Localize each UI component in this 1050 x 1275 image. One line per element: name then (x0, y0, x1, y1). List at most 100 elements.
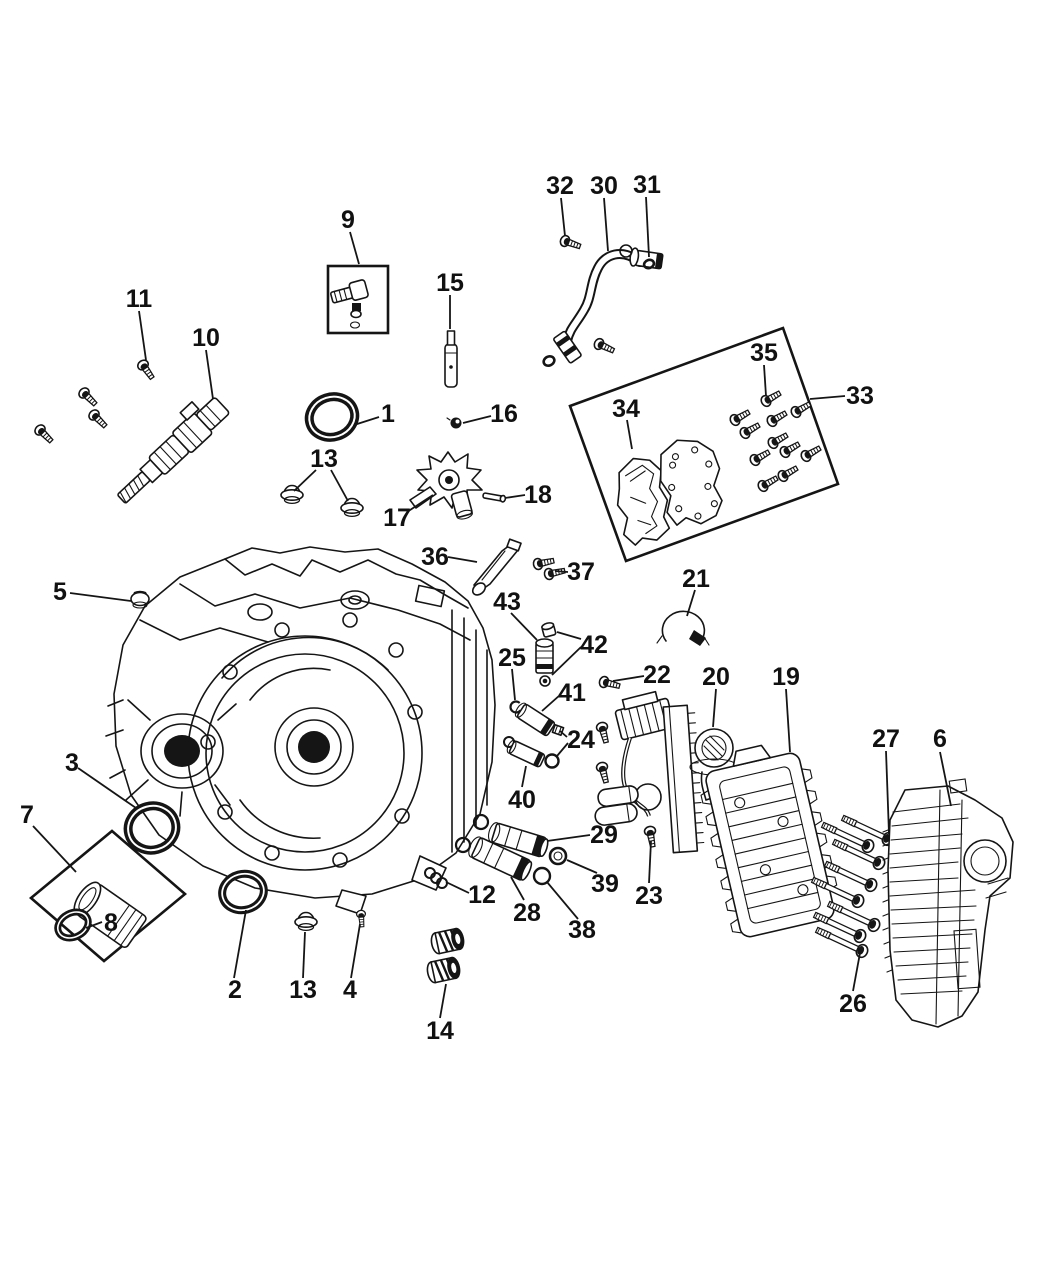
leader-line-31 (645, 196, 650, 258)
leader-line-8 (85, 921, 103, 929)
leader-line-29 (546, 834, 591, 842)
bolt-35 (758, 387, 784, 409)
callout-36: 36 (421, 543, 449, 571)
leader-line-6 (939, 751, 952, 807)
callout-30: 30 (590, 172, 618, 200)
leader-line-4 (350, 923, 361, 979)
part-18-pin (482, 492, 507, 503)
leader-line-2 (233, 909, 247, 979)
callout-33: 33 (846, 382, 874, 410)
callout-19: 19 (772, 663, 800, 691)
part-24-ring (544, 753, 560, 769)
tube-bracket-bolt (591, 336, 617, 357)
leader-line-41 (541, 694, 561, 712)
callout-14: 14 (426, 1017, 454, 1045)
callout-40: 40 (508, 786, 536, 814)
leader-line-19 (785, 688, 791, 753)
leader-line-9 (349, 231, 360, 265)
box-7 (28, 829, 188, 963)
callout-37: 37 (567, 558, 595, 586)
callout-23: 23 (635, 882, 663, 910)
solenoid-bolts (594, 720, 613, 785)
leader-line-23 (648, 840, 652, 884)
callout-7: 7 (20, 801, 34, 829)
part-39-ring-inner (553, 851, 563, 861)
leader-line-39 (566, 859, 598, 874)
callout-8: 8 (104, 909, 118, 937)
callout-38: 38 (568, 916, 596, 944)
leader-line-16 (462, 415, 492, 424)
callout-32: 32 (546, 172, 574, 200)
callout-10: 10 (192, 324, 220, 352)
callout-5: 5 (53, 578, 67, 606)
leader-line-7 (32, 825, 77, 873)
callout-11: 11 (126, 285, 153, 313)
part-34-gaskets (616, 439, 723, 546)
bolt (76, 385, 101, 410)
bolt (32, 422, 57, 447)
part-39-ring (548, 846, 568, 866)
part-6-oil-pan (882, 778, 1014, 1028)
part-1-seal (304, 392, 360, 442)
leader-line-13a (330, 469, 349, 502)
part-36-lever (471, 538, 522, 596)
callout-24: 24 (567, 726, 595, 754)
callout-15: 15 (436, 269, 464, 297)
part-10-sensor (117, 397, 230, 504)
part-38-ring (532, 866, 552, 886)
part-13-plug (340, 497, 364, 518)
leader-line-21 (686, 589, 696, 617)
callout-28: 28 (513, 899, 541, 927)
leader-line-3 (77, 767, 137, 809)
part-42-nut (539, 675, 551, 687)
callout-35: 35 (750, 339, 778, 367)
leader-line-5 (69, 592, 132, 602)
leader-line-43 (510, 612, 538, 641)
leader-line-32 (560, 197, 566, 237)
part-solenoid-assembly (594, 690, 705, 854)
part-15-pin (444, 330, 458, 388)
leader-line-10 (205, 349, 214, 400)
leader-line-37 (554, 570, 569, 573)
callout-3: 3 (65, 749, 79, 777)
callout-2: 2 (228, 976, 242, 1004)
callout-43: 43 (493, 588, 521, 616)
bolt-11 (135, 357, 158, 383)
callout-9: 9 (341, 206, 355, 234)
callout-42: 42 (580, 631, 608, 659)
leader-line-13b (302, 931, 306, 979)
callout-21: 21 (682, 565, 710, 593)
callout-29: 29 (590, 821, 618, 849)
box-33 (568, 326, 840, 563)
leader-line-17 (406, 494, 434, 513)
callout-16: 16 (490, 400, 518, 428)
leader-line-35 (763, 364, 767, 397)
washer (472, 813, 490, 831)
oring-31 (642, 258, 656, 270)
part-43-piston (535, 638, 554, 674)
callout-34: 34 (612, 395, 640, 423)
part-2-seal (218, 869, 268, 915)
callout-27: 27 (872, 725, 900, 753)
leader-line-38 (546, 881, 579, 920)
part-14-connectors (424, 926, 467, 985)
leader-line-40 (521, 765, 527, 788)
box-33-bolts (727, 398, 824, 494)
leader-line-22 (612, 675, 645, 682)
part-17-rotor (409, 451, 483, 520)
callout-1: 1 (381, 400, 395, 428)
part-transmission-case (105, 546, 496, 915)
part-13-plug (280, 484, 304, 505)
bolts-37 (531, 554, 567, 582)
callout-6: 6 (933, 725, 947, 753)
callout-20: 20 (702, 663, 730, 691)
leader-line-30 (603, 197, 609, 252)
tube-oring (542, 355, 556, 367)
callout-17: 17 (383, 504, 411, 532)
callout-26: 26 (839, 990, 867, 1018)
part-9-fitting (330, 279, 369, 329)
part-20-filter (689, 728, 739, 801)
callout-22: 22 (643, 661, 671, 689)
plug-5 (130, 590, 150, 609)
leader-line-11 (138, 310, 147, 361)
